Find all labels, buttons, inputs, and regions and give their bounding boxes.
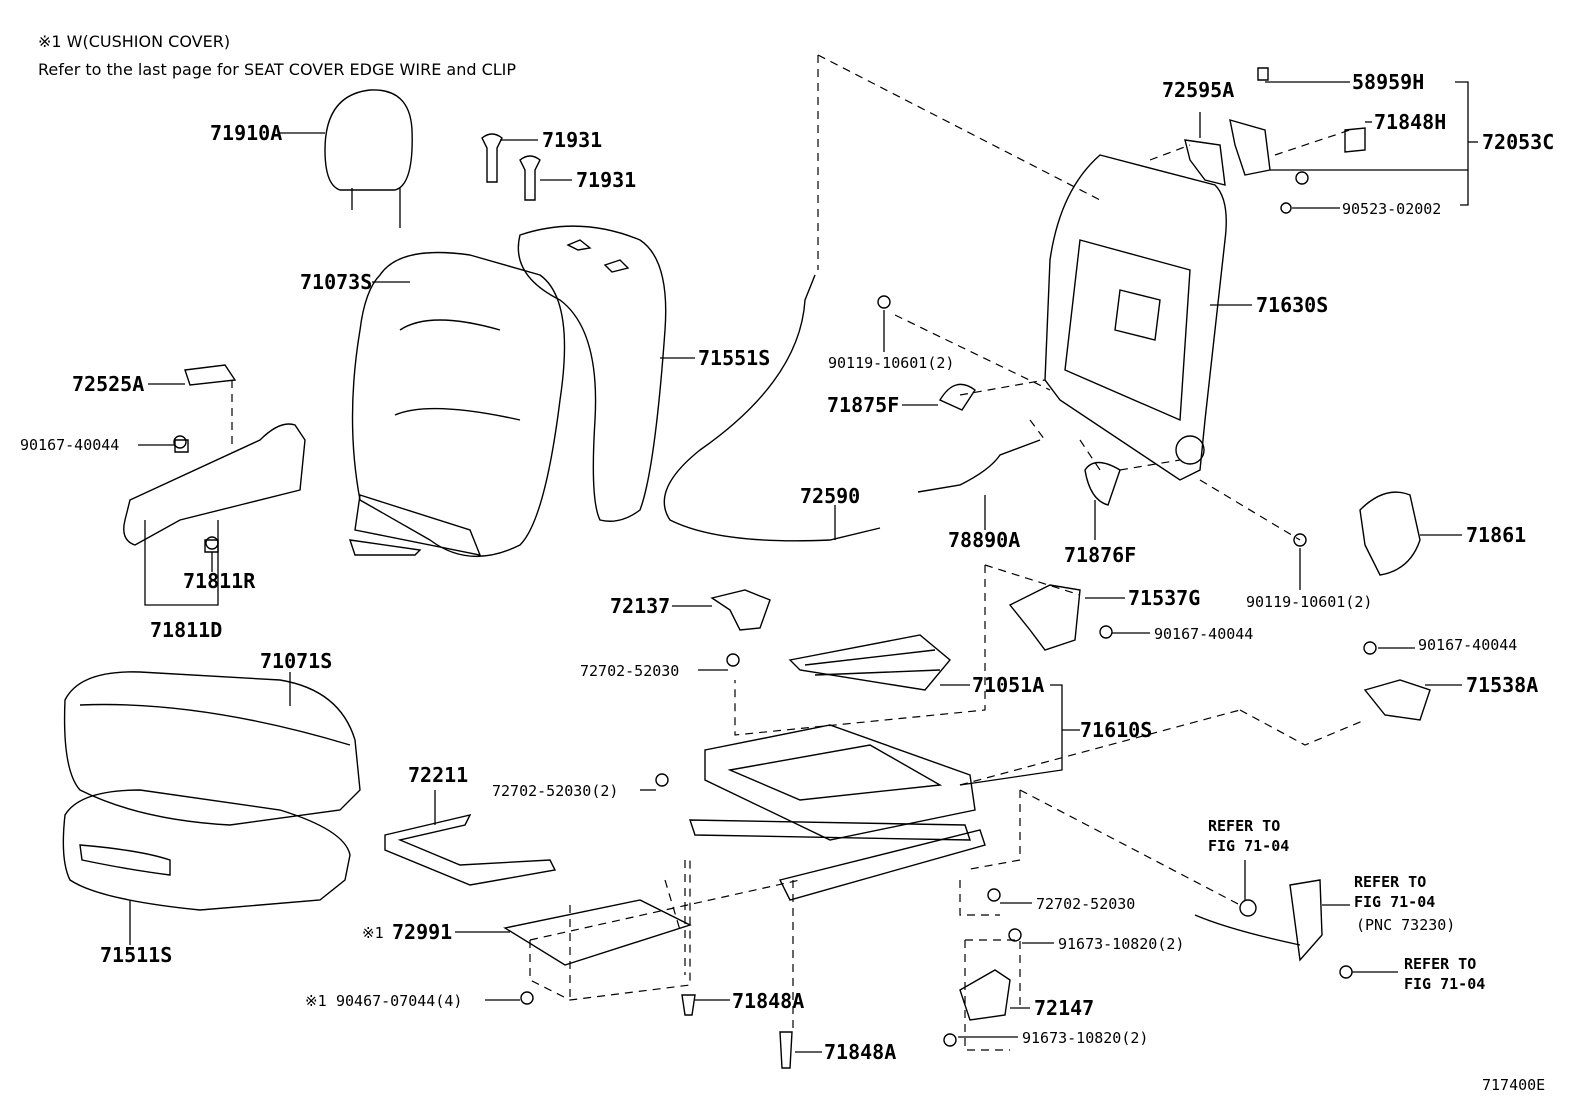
upper-bracket-parts xyxy=(1184,67,1366,214)
seatback-cover-part xyxy=(348,251,566,558)
label-72053C: 72053C xyxy=(1482,130,1554,154)
figure-id: 717400E xyxy=(1482,1076,1545,1094)
label-90523-02002: 90523-02002 xyxy=(1342,200,1441,218)
label-71551S: 71551S xyxy=(698,346,770,370)
label-72702-52030-front: 72702-52030 xyxy=(580,662,679,680)
label-90167-40044-right: 90167-40044 xyxy=(1418,636,1517,654)
label-58959H: 58959H xyxy=(1352,70,1424,94)
refer-to-note-3-line2: FIG 71-04 xyxy=(1404,975,1485,993)
side-shield-part xyxy=(123,364,306,553)
label-72991-note-mark: ※1 xyxy=(362,924,384,942)
label-91673-10820-upper: 91673-10820(2) xyxy=(1058,935,1184,953)
refer-to-note-1-line2: FIG 71-04 xyxy=(1208,837,1289,855)
lumbar-cable-part xyxy=(917,439,1041,493)
label-78890A: 78890A xyxy=(948,528,1020,552)
label-72595A: 72595A xyxy=(1162,78,1234,102)
fastener-parts xyxy=(173,295,1377,1069)
refer-to-note-1-line1: REFER TO xyxy=(1208,817,1280,835)
label-90119-10601-lower: 90119-10601(2) xyxy=(1246,593,1372,611)
rear-bracket-part xyxy=(1008,584,1081,651)
label-72525A: 72525A xyxy=(72,372,144,396)
label-72147: 72147 xyxy=(1034,996,1094,1020)
label-71811D: 71811D xyxy=(150,618,222,642)
label-91673-10820-lower: 91673-10820(2) xyxy=(1022,1029,1148,1047)
label-71875F: 71875F xyxy=(827,393,899,417)
label-72137: 72137 xyxy=(610,594,670,618)
lower-bracket-part xyxy=(959,969,1011,1021)
cushion-wire-part xyxy=(384,813,557,886)
seat-frame-part xyxy=(689,724,986,901)
label-71861: 71861 xyxy=(1466,523,1526,547)
seatback-frame-part xyxy=(1044,154,1227,481)
seat-belt-buckle-part xyxy=(1194,879,1323,962)
headrest-part xyxy=(324,89,413,228)
label-72702-52030-rear: 72702-52030 xyxy=(1036,895,1135,913)
leader-lines xyxy=(129,81,1478,1053)
assembly-dashed-lines xyxy=(231,54,1366,1051)
label-71073S: 71073S xyxy=(300,270,372,294)
label-90119-10601-upper: 90119-10601(2) xyxy=(828,354,954,372)
refer-to-note-2-line3: (PNC 73230) xyxy=(1356,916,1455,934)
cushion-board-part xyxy=(503,899,692,966)
label-71610S: 71610S xyxy=(1080,718,1152,742)
refer-to-note-2-line1: REFER TO xyxy=(1354,873,1426,891)
release-cable-part xyxy=(663,274,881,542)
label-90467-07044: 90467-07044(4) xyxy=(336,992,462,1010)
seat-spring-part xyxy=(788,634,951,691)
seat-cover-edge-wire-note: Refer to the last page for SEAT COVER ED… xyxy=(38,60,517,79)
refer-to-note-2-line2: FIG 71-04 xyxy=(1354,893,1435,911)
label-71630S: 71630S xyxy=(1256,293,1328,317)
label-71910A: 71910A xyxy=(210,121,282,145)
label-71876F: 71876F xyxy=(1064,543,1136,567)
recliner-cover-parts xyxy=(938,383,1121,506)
label-90467-note-mark: ※1 xyxy=(305,992,327,1010)
label-72991: 72991 xyxy=(392,920,452,944)
label-71848A-lower: 71848A xyxy=(824,1040,896,1064)
label-71931-upper: 71931 xyxy=(542,128,602,152)
side-bracket-part xyxy=(1363,679,1431,721)
label-71537G: 71537G xyxy=(1128,586,1200,610)
cushion-pad-part xyxy=(62,789,351,911)
label-90167-40044-left: 90167-40044 xyxy=(20,436,119,454)
cushion-cover-part xyxy=(63,671,361,826)
label-71811R: 71811R xyxy=(183,569,256,593)
recliner-knob-part xyxy=(1359,491,1421,576)
label-90167-40044-center: 90167-40044 xyxy=(1154,625,1253,643)
seatback-pad-part xyxy=(517,225,667,522)
cushion-cover-note: ※1 W(CUSHION COVER) xyxy=(38,32,231,51)
label-71931-lower: 71931 xyxy=(576,168,636,192)
label-72590: 72590 xyxy=(800,484,860,508)
label-71538A: 71538A xyxy=(1466,673,1538,697)
refer-to-note-3-line1: REFER TO xyxy=(1404,955,1476,973)
headrest-guide-parts xyxy=(481,133,541,201)
front-cover-part xyxy=(710,589,771,631)
label-72211: 72211 xyxy=(408,763,468,787)
label-71051A: 71051A xyxy=(972,673,1044,697)
label-71848H: 71848H xyxy=(1374,110,1446,134)
label-71511S: 71511S xyxy=(100,943,172,967)
label-71848A-upper: 71848A xyxy=(732,989,804,1013)
label-72702-52030-pair: 72702-52030(2) xyxy=(492,782,618,800)
label-71071S: 71071S xyxy=(260,649,332,673)
